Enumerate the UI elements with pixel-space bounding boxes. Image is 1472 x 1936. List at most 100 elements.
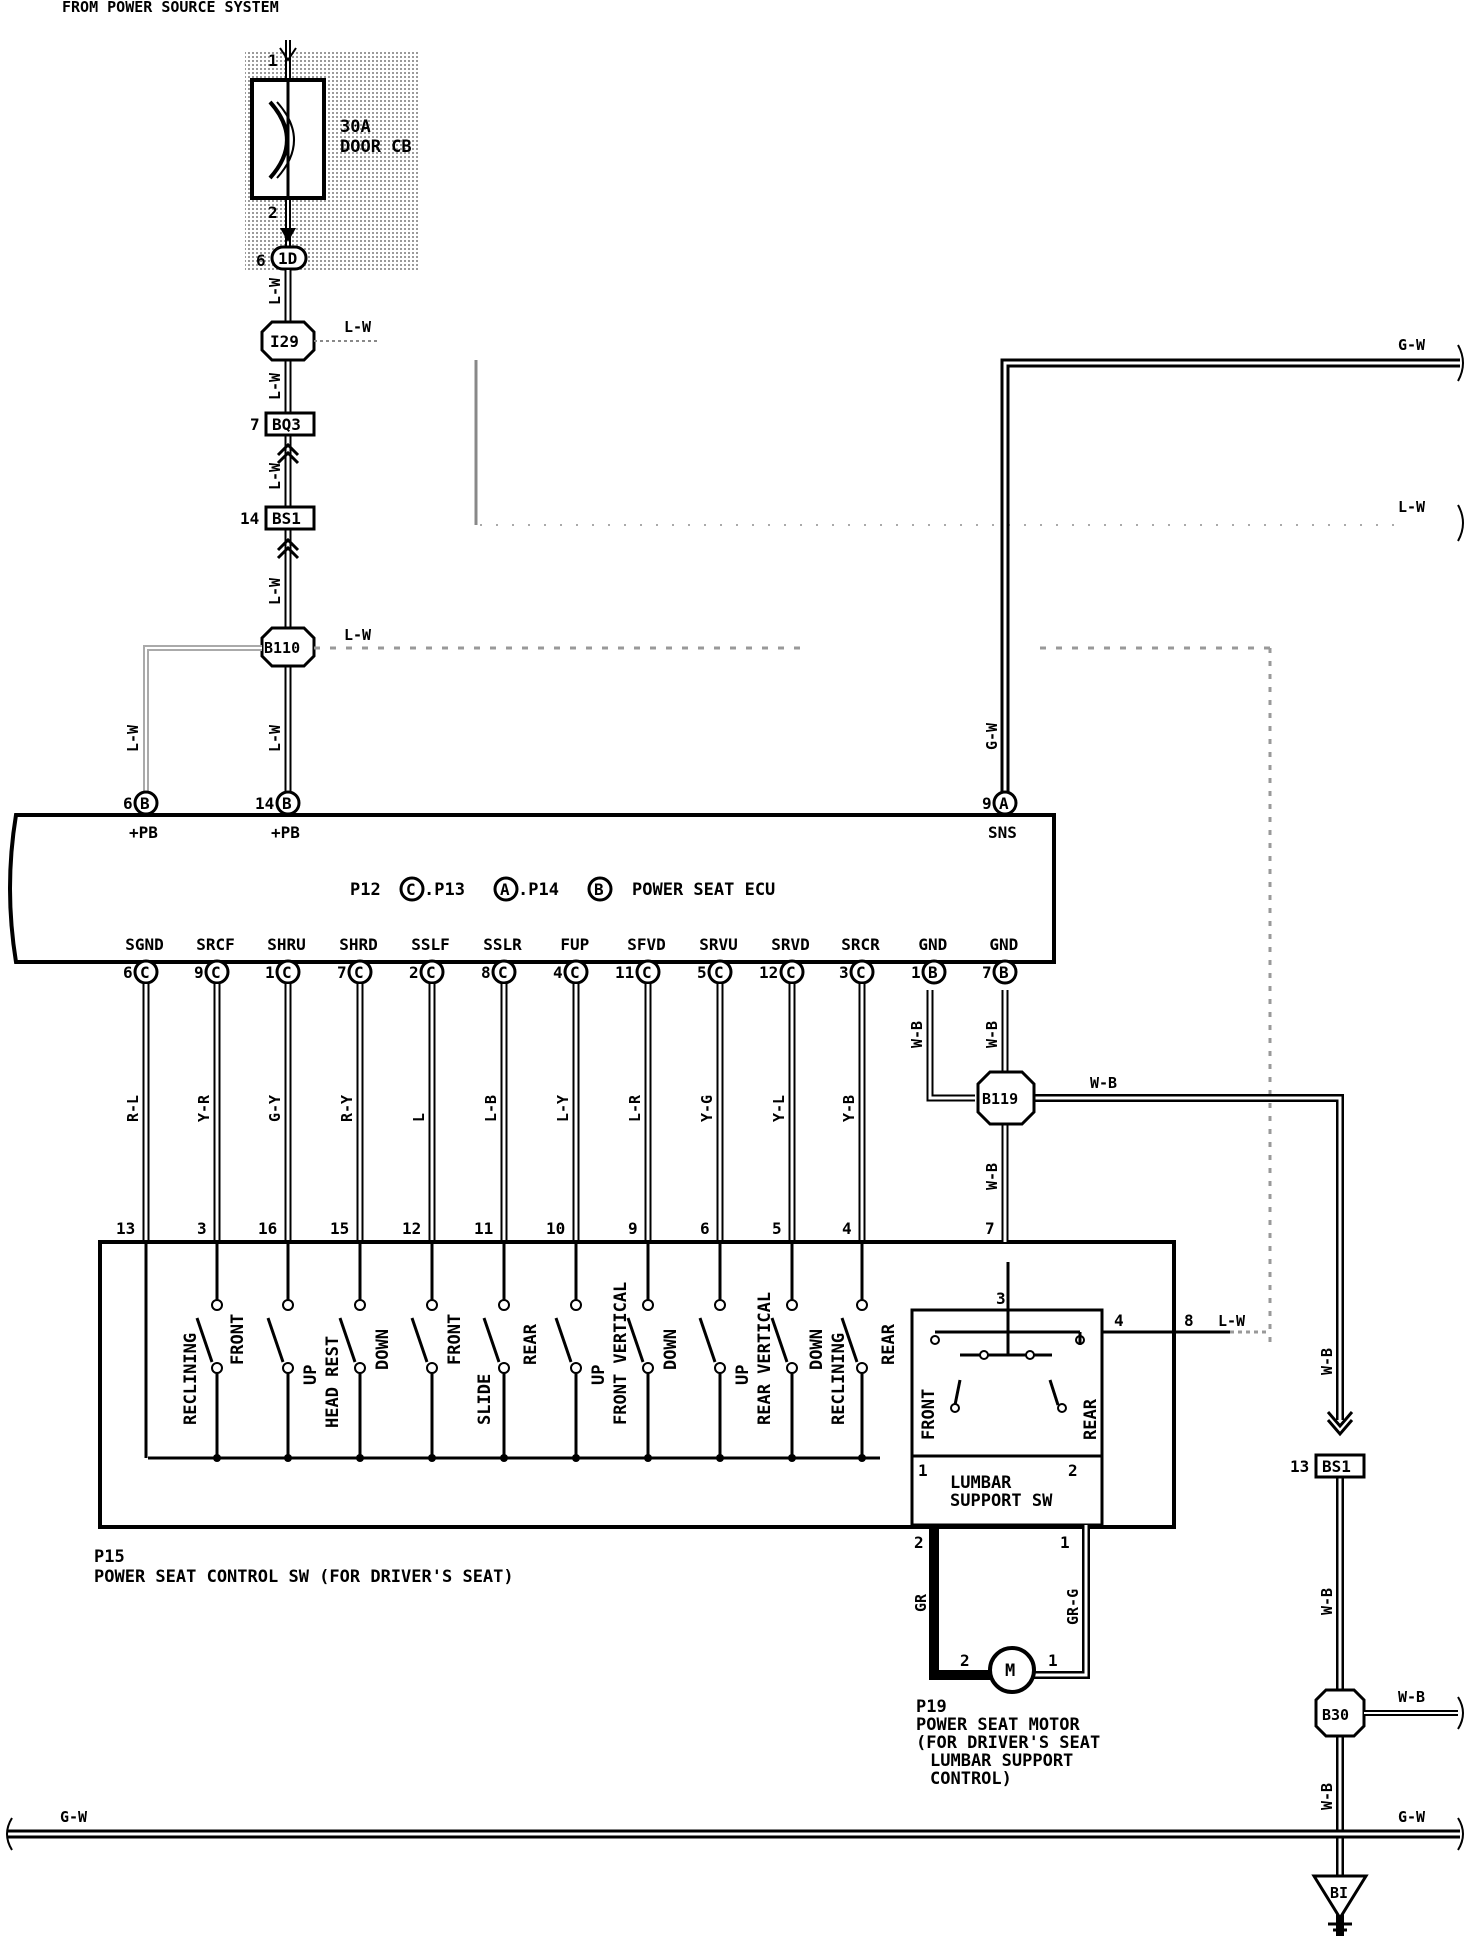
wire-label-wb-6: W-B — [1318, 1783, 1336, 1810]
switch-pin-number: 5 — [772, 1219, 782, 1238]
svg-text:BS1: BS1 — [1322, 1457, 1351, 1476]
svg-text:M: M — [1005, 1661, 1015, 1681]
wire-color-label: Y-G — [698, 1095, 716, 1122]
wire-label-wb-2: W-B — [983, 1021, 1001, 1048]
power-seat-motor: M — [988, 1646, 1036, 1694]
wire-color-label: L-B — [482, 1095, 500, 1122]
switch-pin-number: 15 — [330, 1219, 349, 1238]
switch-contact — [786, 1362, 798, 1374]
ecu-bottom-pin-name: SHRU — [267, 935, 306, 954]
svg-text:BS1: BS1 — [272, 509, 301, 528]
ecu-bottom-4-pin-letter: C — [426, 963, 436, 982]
switch-pin-number: 6 — [700, 1219, 710, 1238]
switch-pin-number: 3 — [197, 1219, 207, 1238]
bq3-pin: 7 — [250, 415, 260, 434]
ecu-bottom-1-pin-letter: C — [211, 963, 221, 982]
ecu-bottom-0-pin-letter: C — [140, 963, 150, 982]
switch-contact — [498, 1299, 510, 1311]
ecu-bottom-7-pin-number: 11 — [615, 963, 634, 982]
ecu-top-1-pin-letter: B — [282, 794, 292, 813]
svg-text:3: 3 — [996, 1289, 1006, 1308]
junction-dot — [500, 1454, 508, 1462]
wire-label-wb-3: W-B — [983, 1163, 1001, 1190]
ecu-bottom-pin-name: SHRD — [339, 935, 378, 954]
svg-text:REAR: REAR — [1081, 1398, 1101, 1440]
switch-pin-number: 13 — [116, 1219, 135, 1238]
svg-text:RECLINING: RECLINING — [181, 1333, 201, 1425]
switch-blade — [554, 1317, 573, 1363]
wire-label-lw-2: L-W — [266, 372, 284, 400]
svg-text:LUMBAR: LUMBAR — [950, 1473, 1012, 1493]
switch-blade — [698, 1317, 717, 1363]
arrow-down-icon — [1326, 1411, 1354, 1437]
b110-side-label: L-W — [344, 626, 372, 644]
ecu-bottom-10-pin-circle — [849, 959, 875, 985]
junction-dot — [213, 1454, 221, 1462]
wire-label-wb-4: W-B — [1318, 1348, 1336, 1375]
ecu-bottom-pin-name: SRVD — [771, 935, 810, 954]
ecu-bottom-pins: SGNDC6R-L13SRCFC9Y-R3SHRUC1G-Y16SHRDC7R-… — [116, 935, 1018, 1242]
switch-contact — [282, 1299, 294, 1311]
ecu-bottom-4-pin-number: 2 — [409, 963, 419, 982]
break-symbol — [1457, 504, 1464, 542]
b30-side-label: W-B — [1398, 1688, 1425, 1706]
svg-text:P12: P12 — [350, 880, 381, 900]
ecu-top-0-pin-letter: B — [140, 794, 150, 813]
gw-bottom-label-left: G-W — [60, 1808, 88, 1826]
switch-contact — [211, 1362, 223, 1374]
breaker-name: DOOR CB — [340, 137, 412, 157]
wire-label-lw-6: L-W — [266, 724, 284, 752]
gw-top-wire — [1000, 358, 1460, 795]
switch-contact — [856, 1362, 868, 1374]
p15-name: POWER SEAT CONTROL SW (FOR DRIVER'S SEAT… — [94, 1567, 514, 1587]
ecu-bottom-6-pin-circle — [563, 959, 589, 985]
connector-b119: B119 — [976, 1070, 1036, 1126]
p19-line-4: CONTROL) — [930, 1769, 1012, 1789]
wire-color-label: L-R — [626, 1094, 644, 1122]
ecu-bottom-1-pin-circle — [204, 959, 230, 985]
wire-label-lw-3: L-W — [266, 462, 284, 490]
ecu-title: P12 C .P13 A .P14 B POWER SEAT ECU — [350, 876, 775, 902]
switch-blade — [195, 1317, 214, 1363]
svg-text:8: 8 — [1184, 1311, 1194, 1330]
ecu-bottom-pin-name: SSLR — [483, 935, 522, 954]
ecu-bottom-2-pin-circle — [275, 959, 301, 985]
ecu-bottom-pin-name: SGND — [125, 935, 164, 954]
ecu-bottom-5-pin-circle — [491, 959, 517, 985]
switch-contacts — [144, 1242, 868, 1462]
switch-blade — [482, 1317, 501, 1363]
ecu-bottom-9-pin-number: 12 — [759, 963, 778, 982]
ecu-top-pin-name: +PB — [129, 823, 158, 842]
ecu-bottom-5-pin-number: 8 — [481, 963, 491, 982]
connector-bs1-top: BS1 — [264, 505, 316, 531]
switch-contact — [786, 1299, 798, 1311]
lw-right-label: L-W — [1398, 498, 1426, 516]
svg-text:1D: 1D — [278, 249, 297, 268]
ecu-top-0-pin-number: 6 — [123, 794, 133, 813]
switch-contact — [426, 1299, 438, 1311]
ecu-bottom-6-pin-number: 4 — [553, 963, 563, 982]
switch-blade — [626, 1317, 645, 1363]
svg-text:BQ3: BQ3 — [272, 415, 301, 434]
ecu-top-1-pin-circle — [275, 790, 301, 816]
ecu-bottom-10-pin-letter: C — [856, 963, 866, 982]
bs1-right-pin: 13 — [1290, 1457, 1309, 1476]
ecu-top-1-pin-number: 14 — [255, 794, 274, 813]
ecu-bottom-pin-name: SRCR — [841, 935, 880, 954]
wire-color-label: G-Y — [266, 1095, 284, 1122]
ecu-bottom-11-pin-letter: B — [928, 963, 938, 982]
ecu-bottom-3-pin-number: 7 — [337, 963, 347, 982]
motor-terminal-2: 2 — [960, 1651, 970, 1670]
lumbar-support-switch: FRONT REAR LUMBAR SUPPORT SW 3 4 1 2 8 L… — [910, 1262, 1270, 1527]
i29-side-label: L-W — [344, 318, 372, 336]
junction-dot — [428, 1454, 436, 1462]
junction-dot — [284, 1454, 292, 1462]
ecu-top-pin-name: +PB — [271, 823, 300, 842]
switch-contact — [642, 1299, 654, 1311]
ecu-bottom-3-pin-letter: C — [354, 963, 364, 982]
switch-contact — [856, 1299, 868, 1311]
junction-dot — [716, 1454, 724, 1462]
svg-text:C: C — [406, 880, 416, 899]
motor-wires — [929, 1525, 1090, 1680]
